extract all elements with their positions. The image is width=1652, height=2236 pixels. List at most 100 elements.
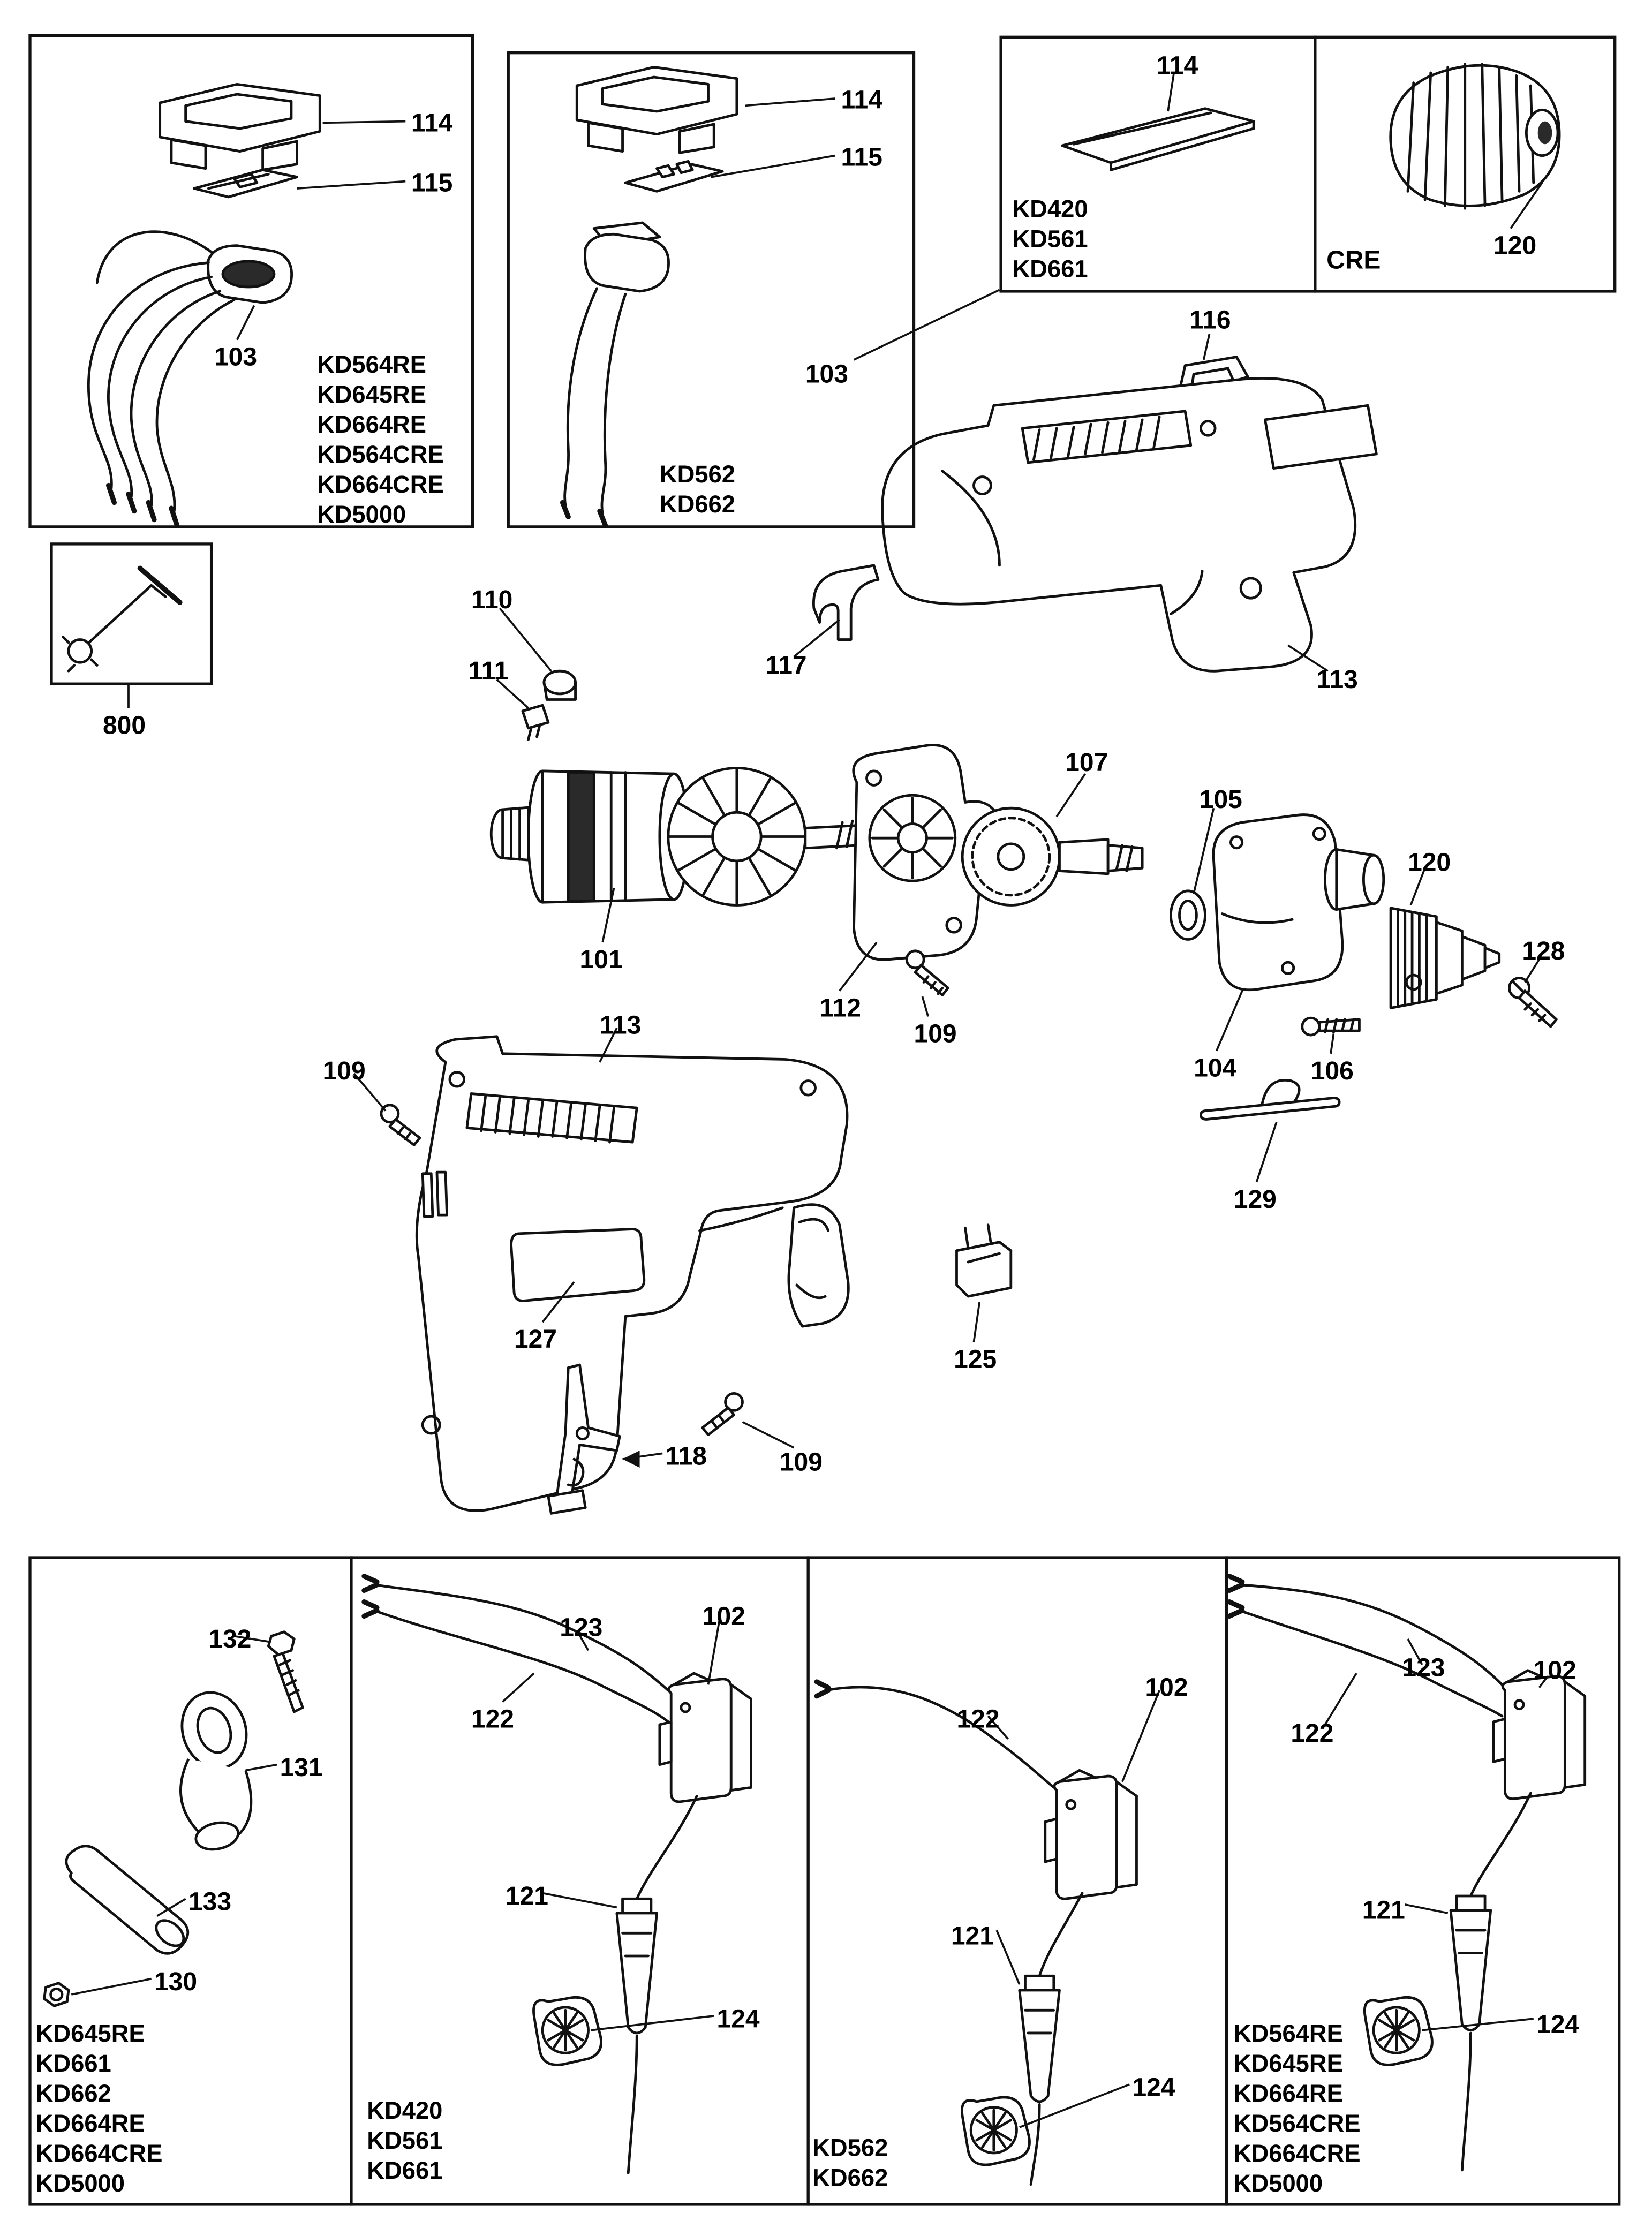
model-list-panel4: KD564RE KD645RE KD664RE KD564CRE KD664CR…: [1234, 2019, 1361, 2199]
caption-cre: CRE: [1326, 245, 1381, 274]
panel-divider-2: [806, 1556, 810, 2206]
leader-lines: [71, 74, 1549, 2128]
callout-111: 111: [468, 656, 509, 685]
panel-divider-3: [1225, 1556, 1228, 2206]
screw-128-drawing: [1507, 977, 1558, 1028]
cord-set-drawing-4: [1227, 1574, 1587, 2172]
callout-109: 109: [779, 1447, 823, 1477]
callout-128: 128: [1522, 936, 1565, 965]
model-item: KD645RE: [35, 2020, 145, 2048]
callout-109: 109: [322, 1056, 366, 1085]
gear-spindle-107-drawing: [961, 806, 1144, 907]
callout-121: 121: [951, 1921, 994, 1951]
handle-clamp-131-drawing: [179, 1691, 253, 1851]
cord-set-drawing-3: [814, 1679, 1138, 2186]
upper-housing-drawing: [881, 377, 1378, 673]
callout-102: 102: [702, 1602, 745, 1631]
callout-107: 107: [1065, 748, 1108, 777]
model-item: KD661: [1012, 255, 1088, 283]
model-item: KD662: [659, 491, 735, 518]
model-item: KD662: [812, 2164, 888, 2192]
model-item: KD664RE: [316, 411, 427, 439]
brush-cap-110-drawing: [542, 669, 577, 701]
depth-rod-129-drawing: [1200, 1079, 1341, 1121]
trigger-lever-118-drawing: [547, 1363, 621, 1515]
callout-110: 110: [471, 585, 513, 614]
callout-115: 115: [841, 142, 882, 171]
callout-105: 105: [1199, 785, 1242, 814]
callout-800: 800: [102, 711, 146, 740]
model-list-panel2: KD420 KD561 KD661: [367, 2096, 442, 2186]
panel-divider-1: [350, 1556, 353, 2206]
callout-122: 122: [471, 1704, 515, 1734]
model-item: KD645RE: [1233, 2050, 1343, 2078]
callout-114: 114: [1156, 51, 1198, 80]
model-list-top-right: KD420 KD561 KD661: [1012, 194, 1088, 284]
callout-129: 129: [1233, 1185, 1277, 1214]
callout-121: 121: [1362, 1895, 1405, 1925]
leader-arrowhead: [622, 1451, 640, 1468]
callout-102: 102: [1533, 1656, 1576, 1685]
callout-120: 120: [1493, 231, 1537, 260]
screw-109b-drawing: [380, 1104, 421, 1146]
cord-set-drawing-2: [361, 1574, 752, 2174]
model-item: KD564RE: [316, 351, 427, 379]
keyless-chuck-drawing: [1389, 63, 1561, 210]
callout-132: 132: [208, 1625, 252, 1653]
callout-112: 112: [819, 993, 861, 1023]
switch-parts-box-1: [28, 34, 474, 528]
bracket-117-drawing: [812, 564, 880, 641]
callout-102: 102: [1145, 1673, 1188, 1702]
callout-123: 123: [1402, 1653, 1445, 1682]
wire-harness-drawing-1: [87, 230, 293, 528]
callout-115: 115: [411, 168, 453, 197]
model-item: KD664RE: [1233, 2080, 1343, 2107]
chuck-key-drawing: [61, 565, 183, 673]
model-item: KD664RE: [35, 2110, 145, 2137]
switch-plate-drawing-1: [193, 168, 299, 199]
model-item: KD561: [1012, 225, 1088, 253]
callout-116: 116: [1189, 305, 1231, 334]
model-item: KD5000: [1233, 2170, 1323, 2197]
callout-104: 104: [1194, 1053, 1237, 1083]
screw-109c-drawing: [701, 1392, 744, 1437]
capacitor-125-drawing: [955, 1223, 1013, 1298]
callout-124: 124: [1132, 2073, 1175, 2102]
model-item: KD5000: [35, 2170, 125, 2197]
callout-106: 106: [1310, 1056, 1354, 1085]
callout-122: 122: [956, 1704, 1000, 1734]
callout-124: 124: [1536, 2010, 1580, 2039]
callout-113: 113: [599, 1010, 642, 1040]
model-list-panel3: KD562 KD662: [812, 2133, 888, 2193]
screw-106-drawing: [1301, 1016, 1361, 1037]
handle-grip-133-drawing: [65, 1845, 190, 1955]
model-list-panel1: KD645RE KD661 KD662 KD664RE KD664CRE KD5…: [36, 2019, 163, 2199]
model-item: KD562: [812, 2134, 888, 2162]
model-item: KD420: [1012, 195, 1088, 223]
switch-plate-drawing-2: [624, 160, 724, 193]
callout-131: 131: [280, 1753, 323, 1782]
housing-edge-piece-drawing: [787, 1203, 850, 1328]
model-item: KD664CRE: [316, 471, 444, 498]
brush-111-drawing: [521, 704, 550, 741]
model-item: KD561: [367, 2127, 443, 2155]
callout-118: 118: [665, 1442, 707, 1471]
model-list-top-left: KD564RE KD645RE KD664RE KD564CRE KD664CR…: [317, 350, 444, 530]
callout-103: 103: [805, 359, 848, 389]
callout-114: 114: [841, 85, 882, 115]
model-item: KD661: [35, 2050, 111, 2078]
callout-124: 124: [716, 2004, 760, 2033]
armature-101-drawing: [489, 767, 878, 907]
model-item: KD564CRE: [1233, 2110, 1361, 2137]
model-item: KD645RE: [316, 381, 427, 409]
model-list-top-mid: KD562 KD662: [660, 460, 735, 520]
callout-121: 121: [505, 1882, 549, 1910]
callout-114: 114: [411, 108, 453, 137]
model-item: KD420: [367, 2097, 443, 2125]
model-item: KD664CRE: [35, 2140, 163, 2167]
handle-screw-132-drawing: [267, 1630, 304, 1713]
callout-117: 117: [765, 651, 807, 680]
callout-103: 103: [214, 342, 258, 372]
